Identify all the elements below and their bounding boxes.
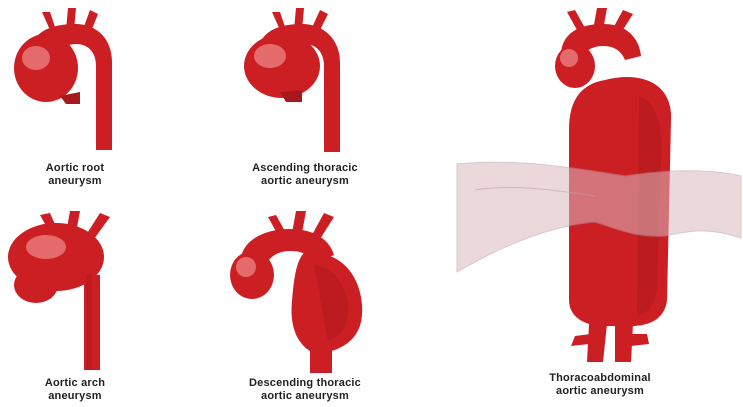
thoracoabdominal-aorta-drawing <box>455 0 743 407</box>
caption-line-1: Aortic arch <box>0 377 150 390</box>
aortic-root-aneurysm-illustration: Aortic root aneurysm <box>0 0 150 200</box>
caption-line-2: aortic aneurysm <box>210 390 400 403</box>
caption-line-1: Thoracoabdominal <box>485 372 715 385</box>
ascending-thoracic-caption: Ascending thoracic aortic aneurysm <box>210 162 400 188</box>
descending-thoracic-caption: Descending thoracic aortic aneurysm <box>210 377 400 403</box>
caption-line-2: aortic aneurysm <box>210 175 400 188</box>
caption-line-1: Aortic root <box>0 162 150 175</box>
ascending-thoracic-aneurysm-illustration: Ascending thoracic aortic aneurysm <box>210 0 400 200</box>
thoracoabdominal-aneurysm-illustration: Thoracoabdominal aortic aneurysm <box>455 0 743 407</box>
caption-line-1: Descending thoracic <box>210 377 400 390</box>
caption-line-2: aneurysm <box>0 175 150 188</box>
caption-line-2: aneurysm <box>0 390 150 403</box>
aortic-root-caption: Aortic root aneurysm <box>0 162 150 188</box>
caption-line-1: Ascending thoracic <box>210 162 400 175</box>
aortic-arch-caption: Aortic arch aneurysm <box>0 377 150 403</box>
descending-thoracic-aneurysm-illustration: Descending thoracic aortic aneurysm <box>210 205 400 407</box>
aortic-arch-aneurysm-illustration: Aortic arch aneurysm <box>0 205 150 407</box>
caption-line-2: aortic aneurysm <box>485 385 715 398</box>
thoracoabdominal-caption: Thoracoabdominal aortic aneurysm <box>485 372 715 398</box>
